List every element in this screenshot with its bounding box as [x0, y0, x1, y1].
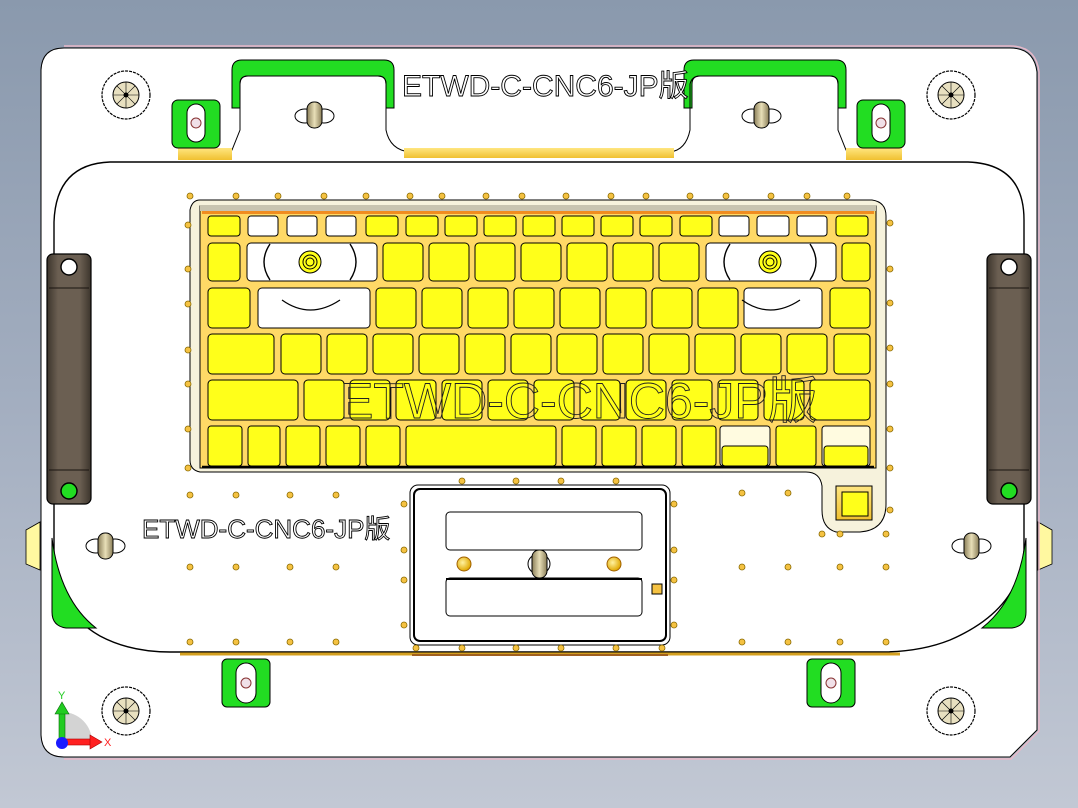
axis-y-label: Y — [58, 690, 66, 702]
keycaps — [207, 215, 871, 467]
thumbscrew-top-left[interactable] — [294, 101, 335, 129]
slot-block-top-right[interactable] — [856, 99, 906, 149]
corner-hole-bottom-left — [101, 686, 151, 736]
thumbscrew-right[interactable] — [951, 532, 992, 560]
axis-x-label: X — [104, 737, 112, 749]
corner-hole-top-right — [926, 70, 976, 120]
slot-block-top-left[interactable] — [171, 99, 221, 149]
slot-block-bottom-right[interactable] — [806, 658, 856, 708]
part-engraving-center: ETWD-C-CNC6-JP版 — [340, 373, 818, 429]
side-tab-right — [1037, 521, 1053, 571]
thumbscrew-top-right[interactable] — [741, 101, 782, 129]
thumbscrew-left[interactable] — [85, 532, 126, 560]
corner-hole-bottom-right — [926, 686, 976, 736]
part-engraving-left: ETWD-C-CNC6-JP版 — [142, 514, 390, 544]
coordinate-triad: Y X — [54, 690, 112, 750]
corner-clamp-bottom-right[interactable] — [980, 537, 1027, 629]
thumbscrew-touchpad[interactable] — [527, 549, 551, 579]
locating-boss-right — [723, 243, 817, 311]
side-tab-left — [25, 521, 41, 571]
corner-clamp-bottom-left[interactable] — [51, 537, 98, 629]
locating-boss-left — [263, 243, 357, 311]
locator-pins — [184, 192, 894, 652]
handle-right[interactable] — [986, 253, 1032, 505]
part-engraving-top: ETWD-C-CNC6-JP版 — [402, 70, 689, 103]
slot-block-bottom-left[interactable] — [221, 658, 271, 708]
handle-left[interactable] — [46, 253, 92, 505]
corner-hole-top-left — [101, 70, 151, 120]
